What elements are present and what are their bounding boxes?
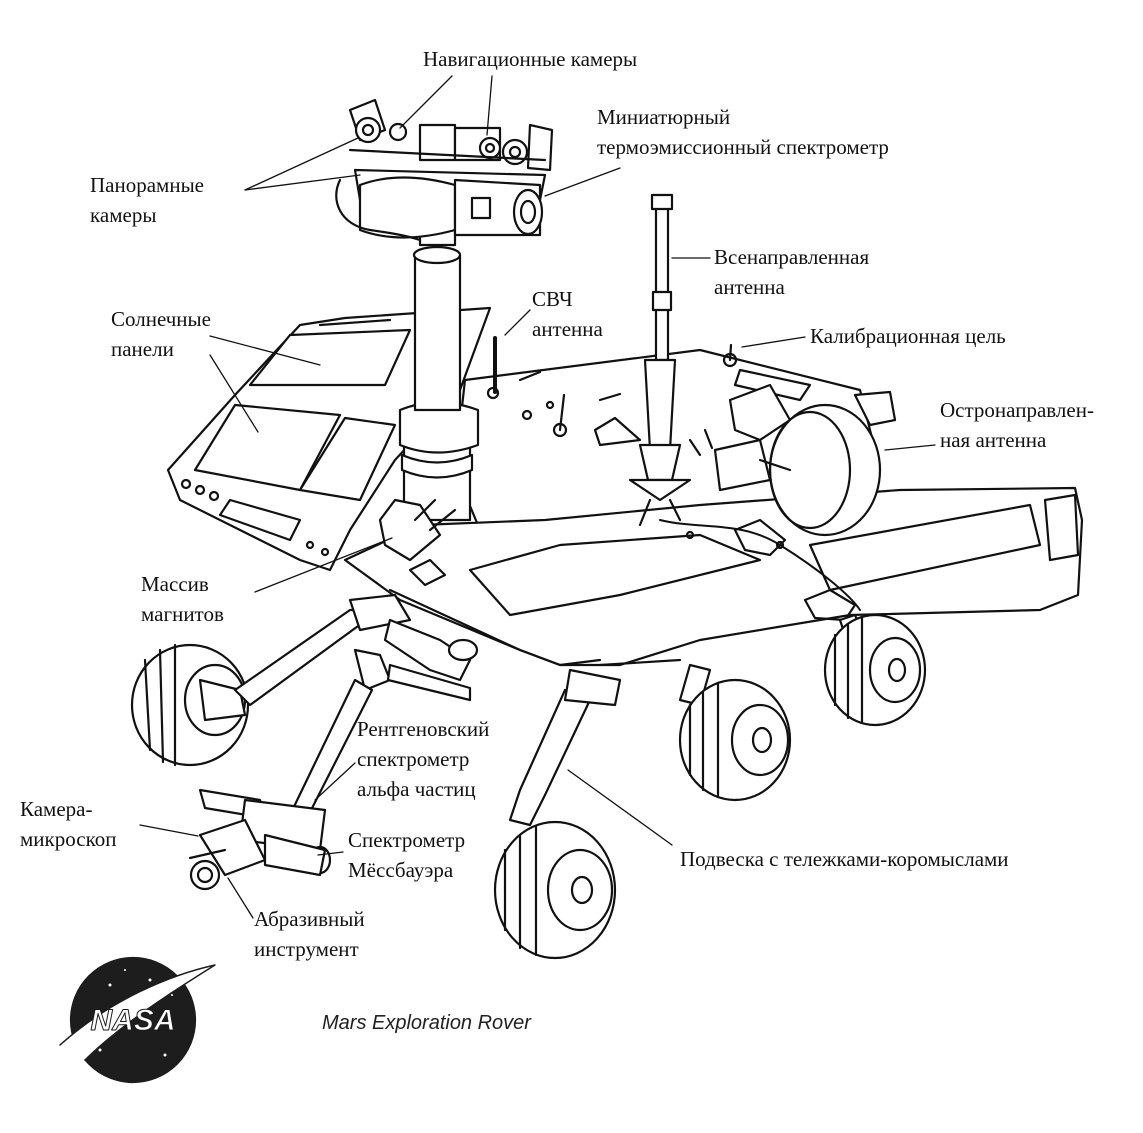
label-calibration-target: Калибрационная цель [810,324,1006,348]
omni-antenna [628,193,692,527]
solar-panel-left [166,306,492,572]
high-gain-antenna [713,383,897,537]
label-mossbauer: Спектрометр Мёссбауэра [348,828,466,882]
figure-caption: Mars Exploration Rover [322,1012,531,1034]
label-panoramic-cameras: Панорамные камеры [90,173,205,227]
label-uhf-antenna: СВЧ антенна [532,287,603,341]
solar-panel-right [343,486,1084,667]
instrument-arm [188,618,479,891]
wheel-front-left [130,643,250,767]
label-microscopic-imager: Камера- микроскоп [20,797,117,851]
camera-head [335,98,554,242]
label-omni-antenna: Всенаправленная антенна [714,245,870,299]
label-mini-tes: Миниатюрный термоэмиссионный спектрометр [597,105,889,159]
wheel-middle-right [678,678,792,802]
label-high-gain-antenna: Остронаправлен- ная антенна [940,398,1094,452]
leader-lines [139,75,936,919]
label-magnet-array: Массив магнитов [141,572,224,626]
label-navigation-cameras: Навигационные камеры [423,47,638,71]
label-rock-abrasion-tool: Абразивный инструмент [254,907,365,961]
wheel-front-right [493,820,617,960]
nasa-logo-text: NASA [90,1004,175,1037]
label-solar-panels: Солнечные панели [111,307,211,361]
label-apxs: Рентгеновский спектрометр альфа частиц [357,717,490,801]
nasa-logo: NASA [59,956,216,1084]
pancam-mast [378,208,480,562]
label-suspension: Подвеска с тележками-коромыслами [680,847,1009,871]
wheel-rear-right [823,613,927,727]
